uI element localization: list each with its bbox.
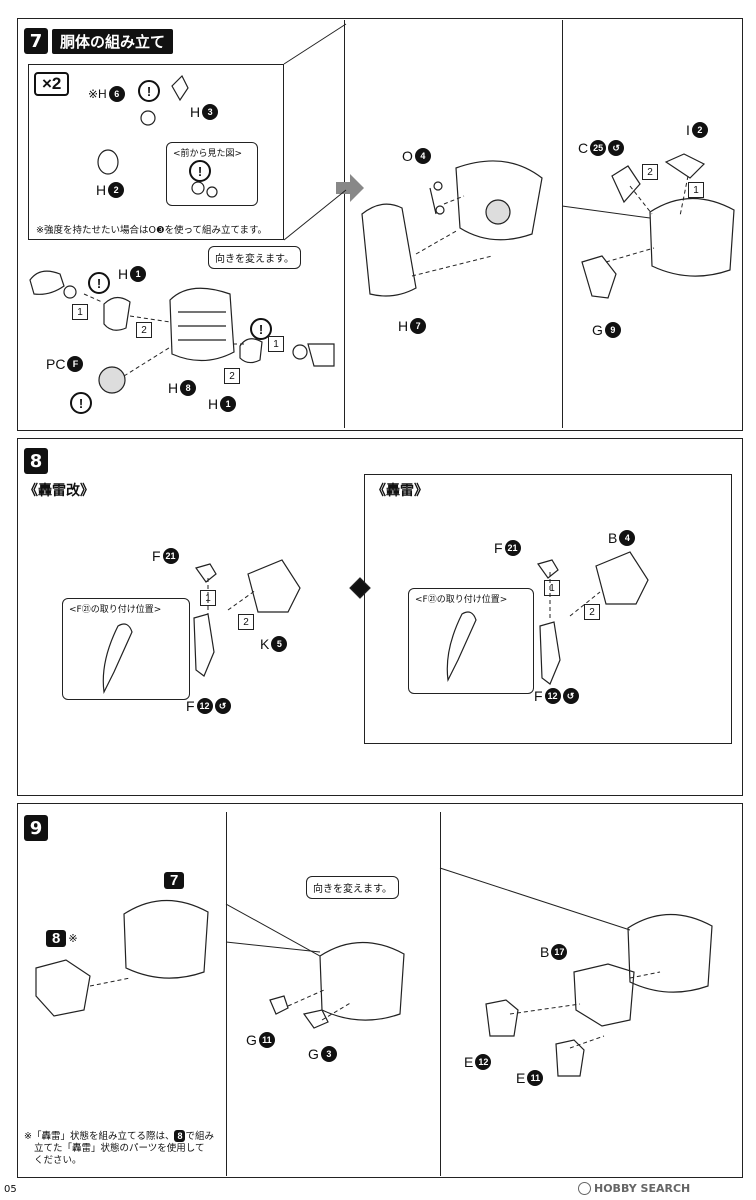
watermark: HOBBY SEARCH (578, 1182, 690, 1195)
watermark-logo-icon (578, 1182, 591, 1195)
step-box-2: 2 (224, 368, 240, 384)
step-box-1: 1 (200, 590, 216, 606)
step-box-2: 2 (642, 164, 658, 180)
step9-divider-1 (226, 812, 227, 1176)
step-number: 8 (24, 448, 48, 474)
step7-heading: 7 胴体の組み立て (24, 28, 174, 54)
step7-divider-1 (344, 20, 345, 428)
step-number: 9 (24, 815, 48, 841)
step-box-2: 2 (136, 322, 152, 338)
position-callout-right: <F㉑の取り付け位置> (408, 588, 534, 694)
step9-divider-2 (440, 812, 441, 1176)
step9-panel (17, 803, 743, 1178)
step-box-1: 1 (268, 336, 284, 352)
caution-icon: ! (70, 392, 92, 414)
caution-icon: ! (88, 272, 110, 294)
gloss-icon: ↺ (214, 698, 231, 714)
gloss-icon: ↺ (608, 140, 625, 156)
step9-heading: 9 (24, 815, 48, 841)
step7-divider-2 (562, 20, 563, 428)
step-title: 胴体の組み立て (52, 28, 174, 54)
multiplier-badge: ×2 (34, 72, 70, 96)
page-number: 05 (4, 1184, 17, 1195)
step-box-2: 2 (584, 604, 600, 620)
gloss-icon: ↺ (562, 688, 579, 704)
step-box-1: 1 (688, 182, 704, 198)
part-number-h6: 6 (108, 86, 125, 102)
strength-note: ※強度を持たせたい場合はO❸を使って組み立てます。 (36, 225, 268, 236)
position-callout-left: <F㉑の取り付け位置> (62, 598, 190, 700)
step-box-1: 1 (544, 580, 560, 596)
ref-step7: 7 (164, 872, 185, 889)
variant-title-gourai: 《轟雷》 (372, 483, 428, 499)
variant-title-kai: 《轟雷改》 (24, 483, 94, 499)
change-direction-callout-9: 向きを変えます。 (306, 876, 399, 899)
caution-icon: ! (138, 80, 160, 102)
step8-heading: 8 (24, 448, 48, 474)
ref-step8: 8※ (46, 930, 78, 947)
step-number: 7 (24, 28, 48, 54)
change-direction-callout-7: 向きを変えます。 (208, 246, 301, 269)
step-box-2: 2 (238, 614, 254, 630)
step-box-1: 1 (72, 304, 88, 320)
caution-icon: ! (189, 160, 211, 182)
front-view-callout: <前から見た図> (166, 142, 258, 206)
